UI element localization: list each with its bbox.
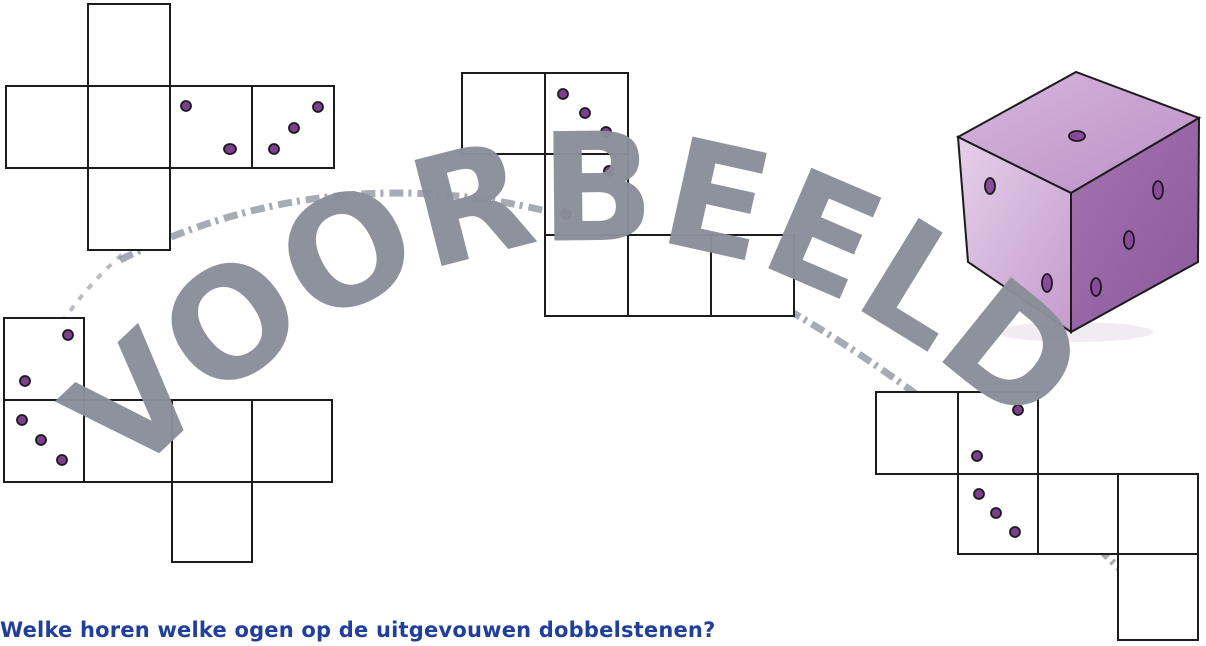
question-text: Welke horen welke ogen op de uitgevouwen…: [0, 618, 1206, 646]
dice-net-4: [876, 392, 1198, 640]
